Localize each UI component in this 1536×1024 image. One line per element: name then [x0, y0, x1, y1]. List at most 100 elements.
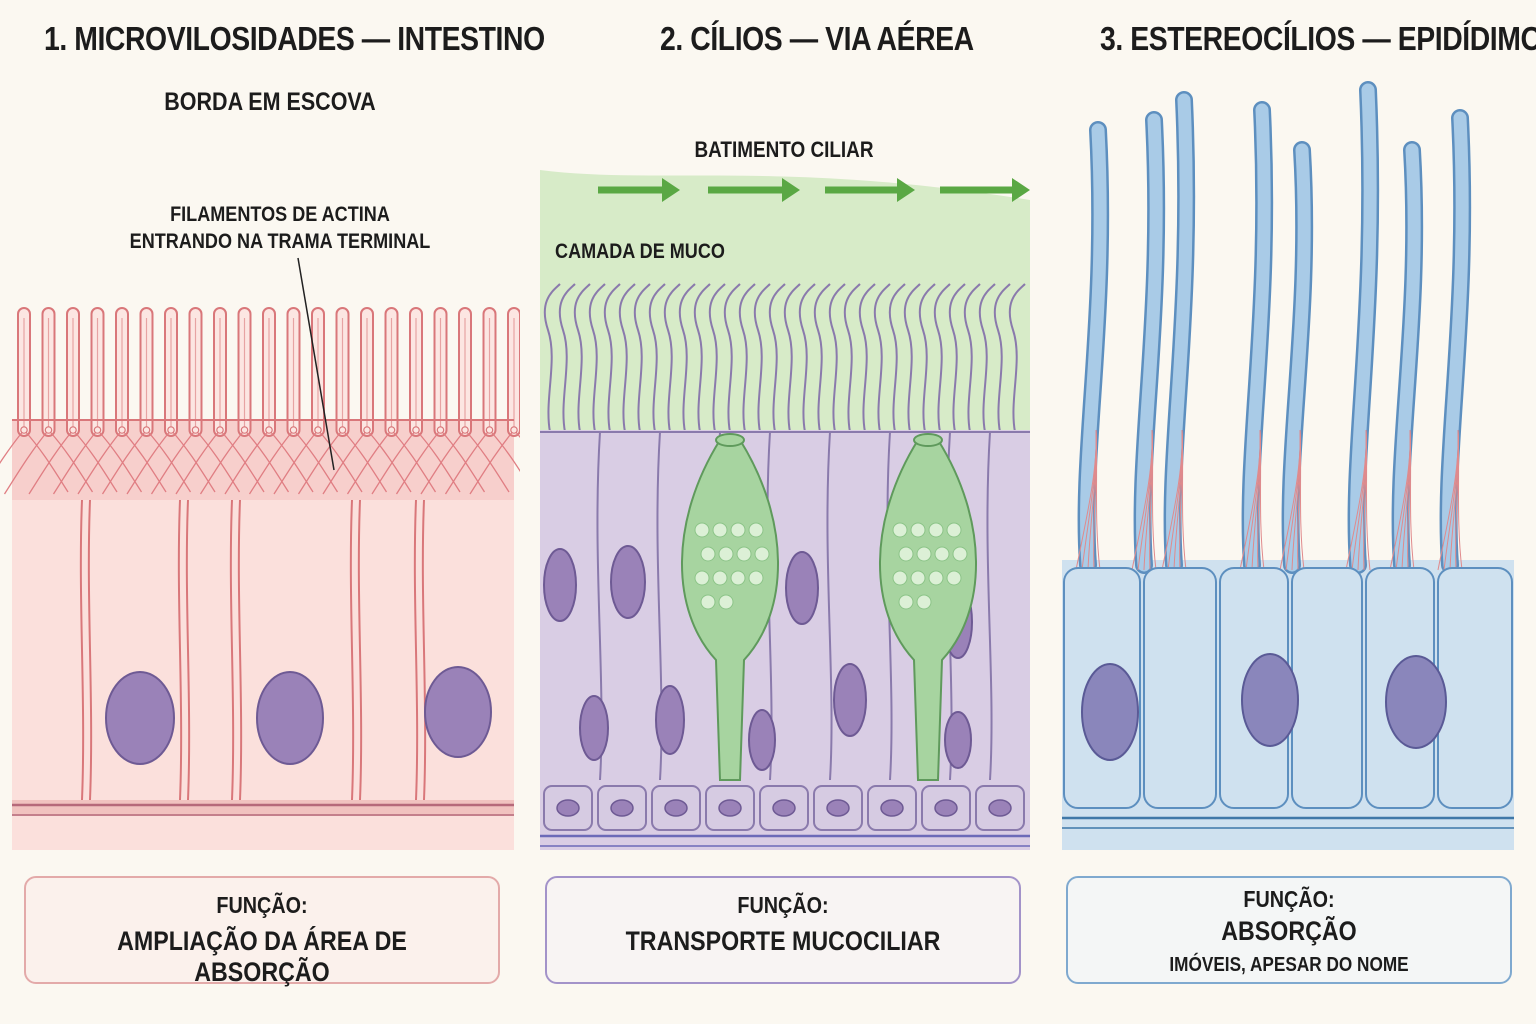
cilium	[618, 283, 636, 433]
mucin-granule	[718, 546, 734, 562]
panel-1-title: 1. MICROVILOSIDADES — INTESTINO	[44, 20, 545, 57]
cilium	[798, 283, 816, 433]
stereocilia-illustration	[1058, 0, 1518, 870]
mucin-granule	[712, 570, 728, 586]
function-heading-3: FUNÇÃO:	[1243, 886, 1335, 912]
cilium	[663, 283, 681, 433]
nucleus	[579, 695, 609, 761]
cell-membrane	[349, 499, 355, 801]
cilium	[828, 283, 846, 433]
cilia-svg	[540, 170, 1030, 850]
nucleus	[944, 711, 972, 769]
mucin-granule	[910, 522, 926, 538]
filament-anchor	[69, 426, 77, 434]
cilium	[903, 283, 921, 433]
filament-anchor	[142, 426, 151, 434]
mucin-granule	[748, 522, 764, 538]
nucleus	[1081, 663, 1139, 761]
cilium	[738, 283, 756, 433]
cilium	[768, 283, 786, 433]
function-heading-1: FUNÇÃO:	[216, 892, 308, 918]
function-text-3: ABSORÇÃO	[1221, 916, 1357, 946]
filament-anchor	[20, 426, 28, 434]
terminal-web-filament	[322, 429, 368, 495]
basal-nucleus	[826, 799, 850, 817]
basal-nucleus	[772, 799, 796, 817]
nucleus	[785, 551, 819, 625]
filament-anchor	[265, 426, 273, 434]
cilium	[633, 283, 651, 433]
panel-3-title: 3. ESTEREOCÍLIOS — EPIDÍDIMO	[1100, 20, 1536, 57]
cilium	[753, 283, 771, 433]
filament-anchor	[461, 426, 469, 434]
mucin-granule	[928, 570, 944, 586]
terminal-web-filament	[297, 429, 344, 495]
mucin-granule	[748, 570, 764, 586]
terminal-web-filament	[97, 429, 143, 493]
cilia-illustration	[540, 0, 1030, 870]
terminal-web-filament	[444, 429, 491, 495]
cilium	[813, 283, 831, 433]
cell-membrane	[79, 499, 85, 801]
terminal-web-filament	[513, 429, 520, 438]
nucleus	[543, 548, 577, 622]
cell-membrane	[87, 499, 93, 801]
mucus-layer-label: CAMADA DE MUCO	[555, 240, 725, 263]
beat-arrow-head	[1012, 178, 1030, 202]
function-text-2: TRANSPORTE MUCOCILIAR	[625, 926, 941, 956]
cilium	[558, 283, 576, 433]
terminal-web-filament	[224, 429, 270, 495]
terminal-web-filament	[219, 429, 265, 493]
terminal-web-filament	[146, 429, 192, 493]
terminal-web-filament	[273, 429, 319, 495]
filament-anchor	[338, 426, 347, 434]
nucleus	[833, 663, 867, 737]
basal-nucleus	[718, 799, 742, 817]
actin-filament	[1151, 429, 1157, 571]
cell-membrane	[986, 431, 993, 781]
cilium	[978, 283, 996, 433]
mucin-granule	[694, 522, 710, 538]
stereocilia-svg	[1062, 81, 1514, 850]
function-box-2: FUNÇÃO: TRANSPORTE MUCOCILIAR	[545, 876, 1021, 984]
goblet-opening	[715, 433, 745, 447]
mucin-granule	[952, 546, 968, 562]
cilium	[693, 283, 711, 433]
principal-cell	[1143, 567, 1217, 809]
actin-filament	[1181, 429, 1187, 571]
nucleus	[610, 545, 646, 619]
mucin-granule	[700, 594, 716, 610]
cilium	[963, 283, 981, 433]
terminal-web-filament	[150, 429, 197, 495]
terminal-web-filament	[371, 429, 417, 495]
principal-cell	[1291, 567, 1363, 809]
ciliary-beat-label: BATIMENTO CILIAR	[694, 137, 874, 162]
basal-nucleus	[664, 799, 688, 817]
terminal-web-filament	[464, 429, 510, 493]
goblet-opening	[913, 433, 943, 447]
function-box-3: FUNÇÃO: ABSORÇÃO IMÓVEIS, APESAR DO NOME	[1066, 876, 1512, 984]
mucin-granule	[928, 522, 944, 538]
terminal-web-filament	[420, 429, 466, 495]
terminal-web-filament	[366, 429, 412, 493]
filament-anchor	[93, 426, 102, 434]
filament-anchor	[191, 426, 200, 434]
cilium	[858, 283, 876, 433]
actin-filament	[1259, 429, 1265, 571]
mucin-granule	[736, 546, 752, 562]
cell-membrane	[237, 499, 243, 801]
cilium	[678, 283, 696, 433]
microvilli-svg	[0, 257, 520, 850]
filament-anchor	[44, 426, 53, 434]
terminal-web-filament	[77, 429, 123, 495]
cilium	[573, 283, 591, 433]
actin-filaments-label-line1: FILAMENTOS DE ACTINA	[170, 203, 390, 226]
nucleus	[256, 671, 324, 765]
mucin-granule	[700, 546, 716, 562]
terminal-web-filament	[415, 429, 461, 493]
actin-filament	[1409, 429, 1415, 571]
mucin-granule	[898, 546, 914, 562]
cilium	[648, 283, 666, 433]
filament-anchor	[167, 426, 175, 434]
cell-membrane	[185, 499, 191, 801]
